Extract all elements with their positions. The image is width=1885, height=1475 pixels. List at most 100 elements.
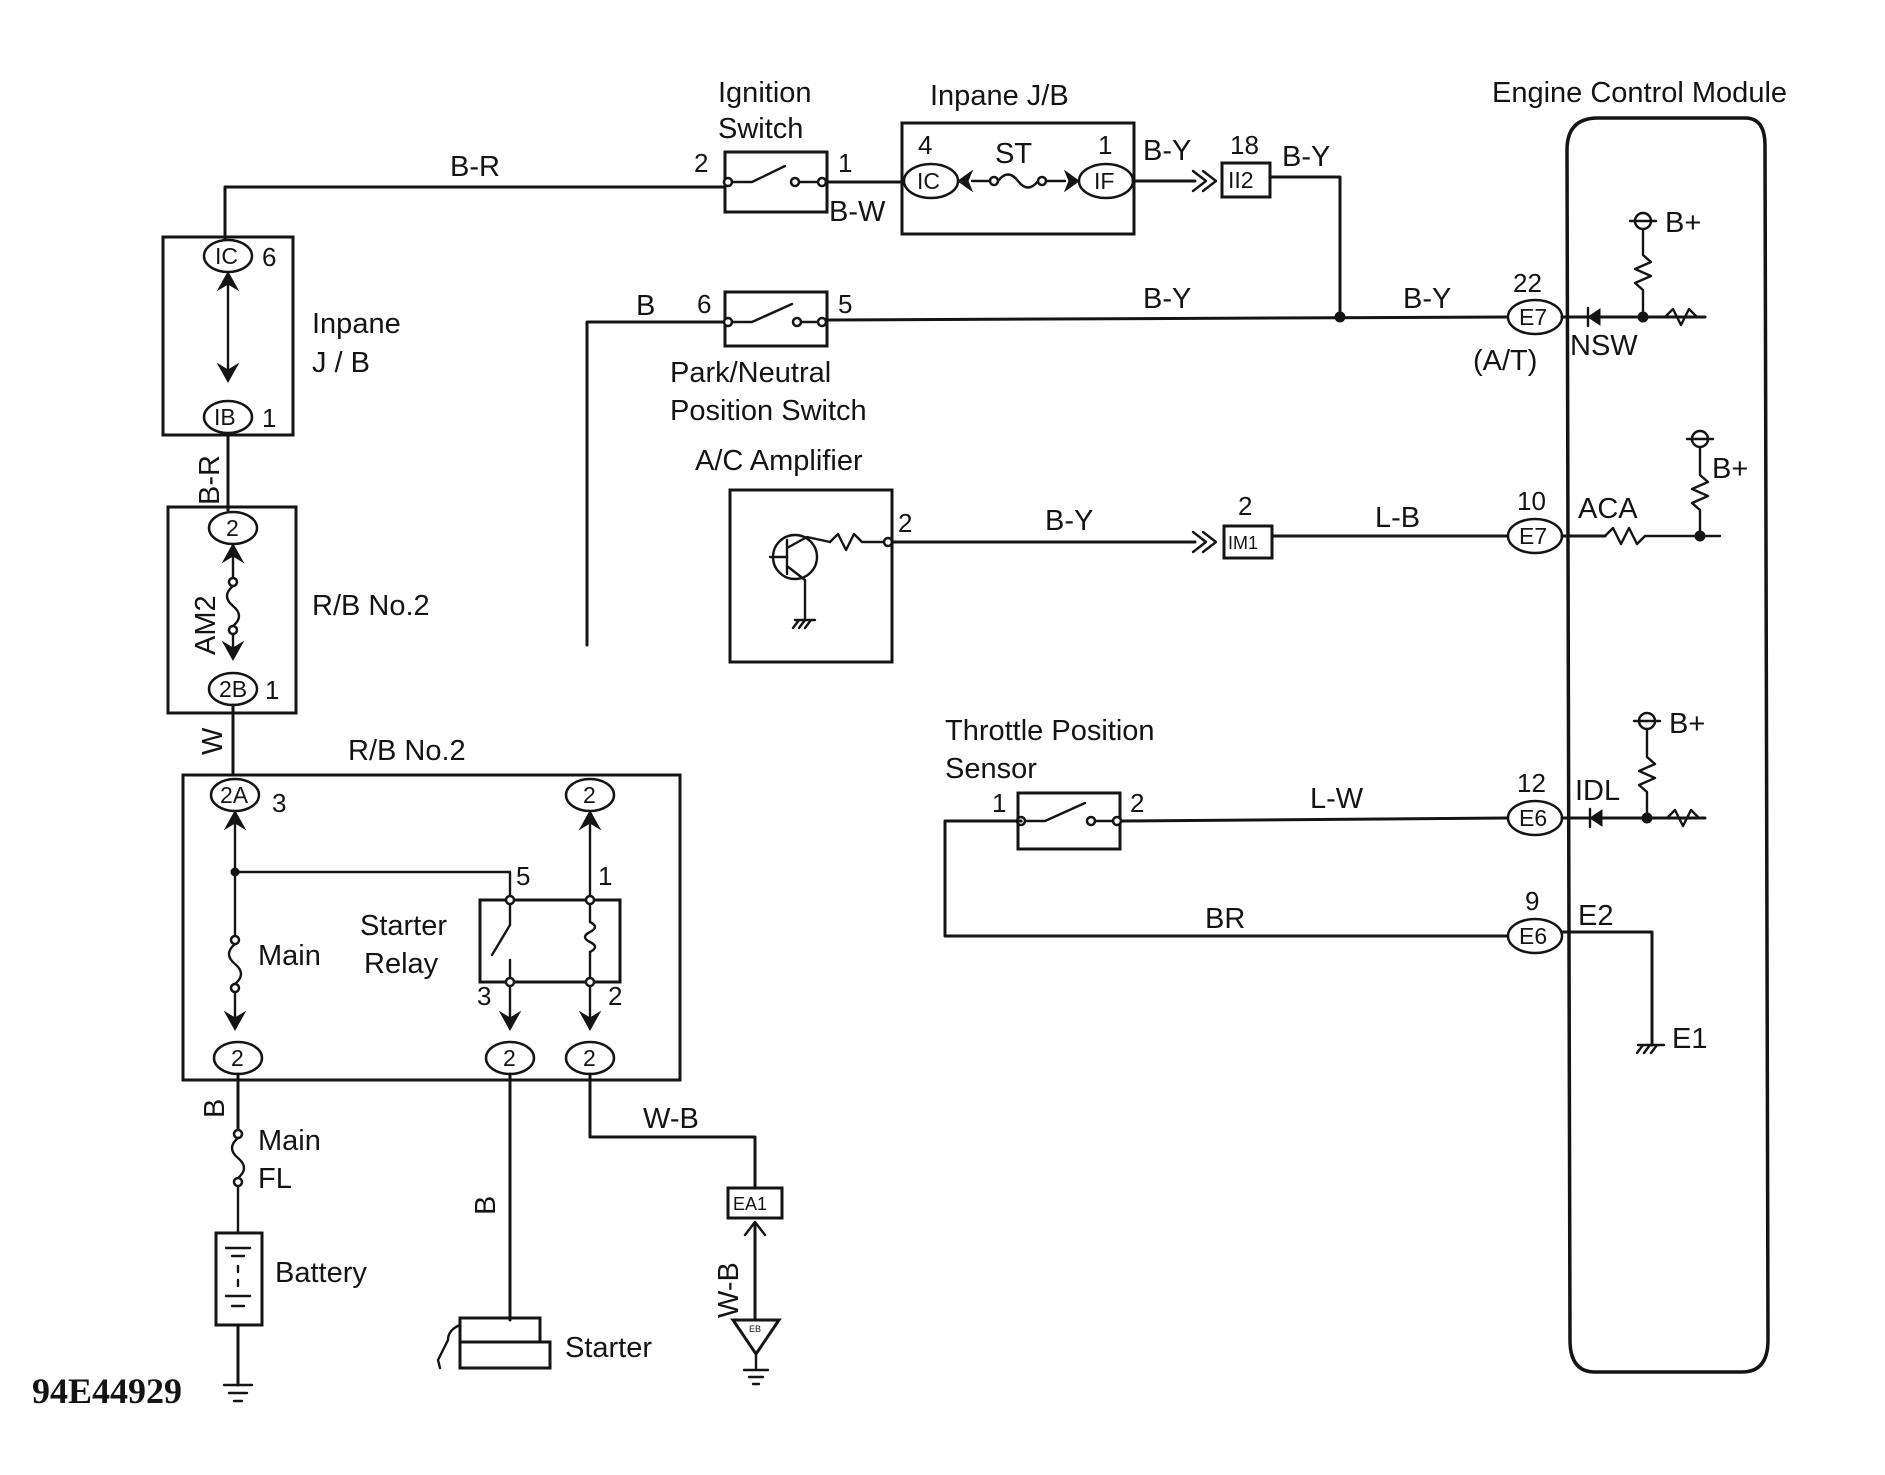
tps-pin-1: 1 [992, 788, 1006, 818]
top-circuit: B-R Ignition Switch 2 1 B-W Inpane J/B I… [223, 77, 1342, 319]
relay-pin-3: 3 [477, 981, 491, 1011]
ignition-switch: Ignition Switch 2 1 [694, 77, 852, 214]
pn-pin-5: 5 [838, 289, 852, 319]
nsw-circuit: B 6 5 Park/Neutral Position Switch B-Y B… [585, 207, 1707, 647]
inpane-jb-top: Inpane J/B IC IF ST 4 1 [900, 80, 1136, 236]
e7-pin-22: 22 [1513, 268, 1542, 298]
main-fuse-label: Main [258, 940, 321, 972]
terminal-rb2-2-right: 2 [583, 782, 596, 808]
park-neutral-label-2: Position Switch [670, 395, 867, 427]
wire-b-starter: B [470, 1196, 502, 1215]
ecm-label-aca: ACA [1578, 493, 1638, 525]
relay-pin-5: 5 [516, 861, 530, 891]
wire-by-after-ii2: B-Y [1282, 141, 1330, 173]
relay-pin-1: 1 [598, 861, 612, 891]
connector-im1: IM1 [1228, 533, 1258, 553]
relay-pin-2: 2 [608, 981, 622, 1011]
starter-relay-label-2: Relay [364, 948, 439, 980]
wire-w-vertical: W [197, 727, 229, 755]
aca-circuit: A/C Amplifier 2 B-Y IM1 2 L-B E7 10 B+ A… [695, 429, 1748, 664]
park-neutral-label-1: Park/Neutral [670, 357, 831, 389]
ecm-label-at: (A/T) [1473, 345, 1537, 377]
a2-pin-3: 3 [272, 788, 286, 818]
ign-pin-2: 2 [694, 148, 708, 178]
inpane-jb-top-label: Inpane J/B [930, 80, 1069, 112]
rb2-main: R/B No.2 2A 3 Main 2 2 [181, 735, 682, 1082]
tps-pin-2: 2 [1130, 788, 1144, 818]
ign-pin-1: 1 [838, 148, 852, 178]
terminal-e6-e2: E6 [1519, 923, 1547, 949]
rb2-upper-label: R/B No.2 [312, 590, 430, 622]
ii2-pin-18: 18 [1230, 130, 1259, 160]
wire-bw: B-W [829, 196, 886, 228]
terminal-e6-idl: E6 [1519, 805, 1547, 831]
ecm-bplus-3: B+ [1669, 708, 1705, 740]
rb2-lower-label: R/B No.2 [348, 735, 466, 767]
connector-ea1: EA1 [733, 1194, 767, 1214]
terminal-rb2-2b: 2B [219, 676, 247, 702]
st-fuse-label: ST [995, 138, 1032, 170]
terminal-ib-left: IB [214, 404, 236, 430]
terminal-e7-aca: E7 [1519, 523, 1547, 549]
terminal-ic-top: IC [917, 168, 940, 194]
inpane-jb-left: IC 6 IB 1 Inpane J / B [161, 235, 401, 437]
ac-amplifier: A/C Amplifier 2 [695, 445, 912, 664]
jb-pin-4: 4 [918, 130, 932, 160]
main-fl-label-1: Main [258, 1125, 321, 1157]
wire-b-battery: B [199, 1099, 231, 1118]
wire-br-top: B-R [450, 151, 500, 183]
ecm-title: Engine Control Module [1492, 77, 1787, 109]
terminal-rb2-2a: 2A [220, 782, 249, 808]
wire-by-pn: B-Y [1143, 283, 1191, 315]
diagram-code: 94E44929 [32, 1371, 182, 1411]
wire-wb-vertical: W-B [713, 1262, 745, 1318]
starter-circuit: B Starter [436, 1072, 652, 1370]
im1-pin-2: 2 [1238, 491, 1252, 521]
am2-label: AM2 [190, 595, 222, 655]
ac-amplifier-label: A/C Amplifier [695, 445, 863, 477]
inpane-jb-left-label-1: Inpane [312, 308, 401, 340]
connector-ii2: II2 [1228, 167, 1254, 193]
ecm-label-nsw: NSW [1570, 330, 1638, 362]
wire-lb-ac: L-B [1375, 502, 1420, 534]
rb2-am2: 2 2B 1 AM2 R/B No.2 [166, 505, 430, 715]
starter-label: Starter [565, 1332, 652, 1364]
ecm-label-e1: E1 [1672, 1023, 1707, 1055]
wire-b-pn: B [636, 290, 655, 322]
terminal-rb2-2-relay3: 2 [503, 1045, 516, 1071]
connector-eb: EB [749, 1324, 761, 1334]
park-neutral-switch: 6 5 Park/Neutral Position Switch [670, 289, 867, 427]
ecm-bplus-2: B+ [1712, 453, 1748, 485]
ac-pin-2: 2 [898, 508, 912, 538]
inpane-jb-left-label-2: J / B [312, 347, 370, 379]
ic-pin-6: 6 [262, 242, 276, 272]
throttle-position-sensor: 1 2 [992, 788, 1144, 851]
wire-wb-horizontal: W-B [643, 1103, 699, 1135]
pn-pin-6: 6 [697, 289, 711, 319]
battery-circuit: B Main FL Battery [199, 1072, 367, 1403]
main-fl-label-2: FL [258, 1163, 292, 1195]
wire-by-ac: B-Y [1045, 505, 1093, 537]
tps-label-1: Throttle Position [945, 715, 1155, 747]
jb-pin-1: 1 [1098, 130, 1112, 160]
terminal-e7-nsw: E7 [1519, 304, 1547, 330]
starter-relay: Starter Relay 5 1 3 2 [360, 861, 622, 1011]
wire-by-jb-out: B-Y [1143, 135, 1191, 167]
terminal-rb2-2-main: 2 [231, 1045, 244, 1071]
battery-label: Battery [275, 1257, 367, 1289]
ib-pin-1: 1 [262, 403, 276, 433]
ground-circuit: W-B EA1 W-B EB [588, 1072, 784, 1386]
terminal-rb2-2-relay2: 2 [583, 1045, 596, 1071]
ecm-label-idl: IDL [1575, 775, 1620, 807]
e6-pin-12: 12 [1517, 768, 1546, 798]
starter-relay-label-1: Starter [360, 910, 447, 942]
wire-lw-tps: L-W [1310, 783, 1364, 815]
terminal-if-top: IF [1094, 168, 1114, 194]
wire-br-vertical: B-R [194, 455, 226, 505]
wire-br-e2: BR [1205, 903, 1245, 935]
tps-circuit: Throttle Position Sensor 1 2 L-W E6 12 B… [943, 708, 1707, 1055]
wire-by-e7: B-Y [1403, 283, 1451, 315]
terminal-ic-left: IC [215, 243, 238, 269]
ignition-switch-label-2: Switch [718, 113, 803, 145]
